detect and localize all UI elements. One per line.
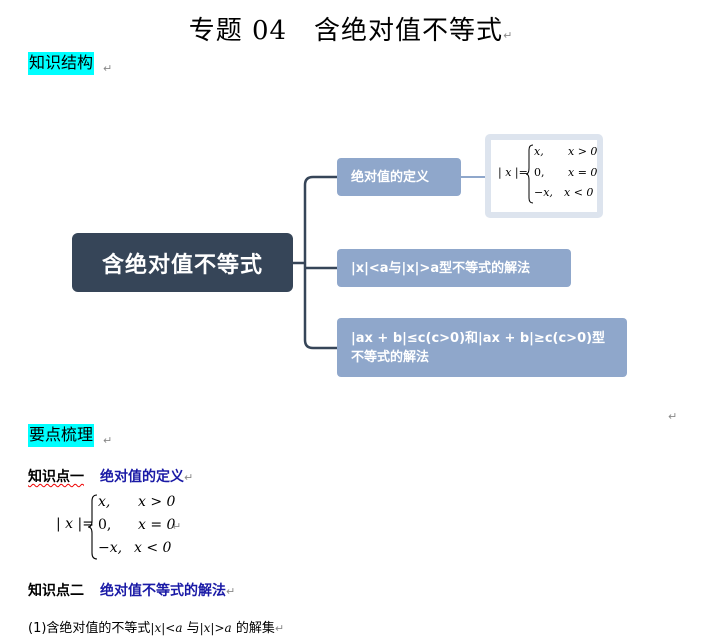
connector-trunk bbox=[303, 175, 314, 350]
paragraph-mark: ↵ bbox=[103, 62, 113, 75]
paragraph-mark: ↵ bbox=[668, 410, 678, 423]
body-paragraph: (1)含绝对值的不等式|x|<a 与|x|>a 的解集↵ bbox=[28, 621, 285, 636]
knowledge-point-1: 知识点一绝对值的定义↵ bbox=[28, 469, 194, 485]
paragraph-mark: ↵ bbox=[103, 434, 113, 447]
formula-lhs: | x |= bbox=[498, 166, 528, 179]
section-heading-structure: 知识结构 bbox=[28, 52, 95, 75]
mindmap-root-node: 含绝对值不等式 bbox=[72, 233, 293, 292]
formula-lhs: | x |= bbox=[56, 516, 94, 532]
paragraph-mark: ↵ bbox=[503, 29, 514, 42]
section-heading-summary: 要点梳理 bbox=[28, 424, 95, 447]
paragraph-mark: ↵ bbox=[172, 520, 182, 533]
brace-icon bbox=[88, 494, 98, 560]
formula-card-inner bbox=[491, 140, 597, 212]
page-title: 专题 04 含绝对值不等式↵ bbox=[188, 16, 514, 46]
mindmap-node-simple-inequality: |x|<a与|x|>a型不等式的解法 bbox=[337, 249, 571, 287]
knowledge-point-2: 知识点二绝对值不等式的解法↵ bbox=[28, 583, 236, 599]
mindmap-node-definition: 绝对值的定义 bbox=[337, 158, 461, 196]
brace-icon bbox=[526, 144, 534, 204]
formula-card bbox=[485, 134, 603, 218]
mindmap-node-linear-inequality: |ax + b|≤c(c>0)和|ax + b|≥c(c>0)型不等式的解法 bbox=[337, 318, 627, 377]
